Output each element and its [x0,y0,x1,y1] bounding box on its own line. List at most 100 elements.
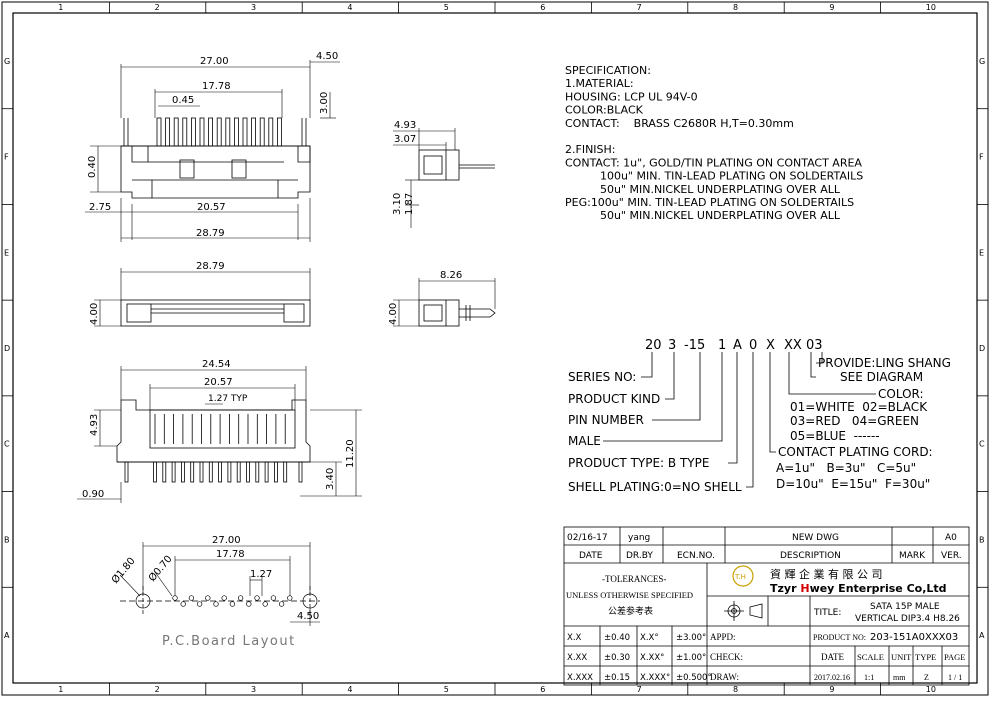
dim-front-width: 27.00 [200,56,229,67]
frame-col-label: 8 [733,3,738,12]
contact-pin [276,117,282,147]
spec-line: 2.FINISH: [565,143,616,156]
hdr-ver: VER. [941,551,962,561]
pcb-hole [262,601,268,607]
frame-row-label: B [979,535,985,544]
tolerance-cell: X.XXX [567,673,593,683]
hdr-unit: UNIT [891,652,912,662]
tolerance-cell: ±0.40 [604,633,630,643]
dim-dip-body: 4.93 [89,414,100,436]
product-no: 203-151A0XXX03 [870,632,958,643]
rev-ver: A0 [945,533,957,543]
val-date: 2017.02.16 [814,673,850,682]
frame-col-label: 5 [444,3,449,12]
front-view-dims: 27.00 4.50 17.78 0.45 3.00 0.40 2.75 20.… [87,51,338,239]
frame-col-label: 4 [347,3,352,12]
contact-pin [233,117,239,147]
frame-col-label: 9 [829,3,834,12]
hdr-mark: MARK [899,551,926,561]
dim-side-d: 1.87 [404,193,415,215]
frame-col-label: 6 [540,685,545,694]
tolerance-cell: ±3.00° [676,633,706,643]
title-block-text: 02/16-17 yang NEW DWG A0 DATE DR.BY ECN.… [566,533,965,683]
dim-side-b: 3.07 [394,134,416,145]
pcb-hole [237,595,244,601]
spec-line: CONTACT: 1u", GOLD/TIN PLATING ON CONTAC… [565,156,862,169]
tolerance-cell: ±0.15 [604,673,630,683]
val-page: 1 / 1 [948,673,962,682]
frame-row-label: B [4,535,10,544]
dim-dip-total: 11.20 [345,439,356,468]
appd-label: APPD: [710,632,736,642]
dip-pin [218,461,223,483]
code-segment: 0 [749,338,757,353]
pcb-hole [221,595,227,601]
tolerance-cell: ±0.500° [676,673,712,683]
spec-line: COLOR:BLACK [565,104,644,117]
code-right-label: 03=RED 04=GREEN [790,414,919,428]
frame-row-label: G [4,57,10,66]
dim-front-pitch-span: 17.78 [202,81,231,92]
dip-pin [255,461,260,483]
dim-top-height: 4.00 [89,303,100,325]
company-name-en: Tzyr Hwey Enterprise Co,Ltd [770,582,947,595]
side-view [393,128,495,228]
contact-pin [216,117,222,147]
spec-line: 1.MATERIAL: [565,77,634,90]
pcb-hole [229,601,236,607]
top-side-view-dims: 8.26 4.00 [388,270,462,325]
frame-row-label: G [979,57,985,66]
svg-text:T.H: T.H [734,573,746,581]
dip-pin [264,461,269,483]
dim-side-a: 4.93 [394,120,416,131]
code-segment: 03 [806,338,823,353]
dip-peg [298,461,303,483]
dip-view-dims: 24.54 20.57 1.27 TYP 4.93 11.20 3.40 0.9… [82,359,356,500]
code-segment: XX [784,338,802,353]
contact-pin [208,117,214,147]
val-scale: 1:1 [864,673,874,682]
front-view [85,60,340,242]
dip-view [77,366,362,503]
frame-row-label: F [4,153,9,162]
spec-line: CONTACT: BRASS C2680R H,T=0.30mm [565,117,794,130]
frame-col-label: 1 [58,3,63,12]
dip-pin [153,461,157,483]
dim-front-left-off: 2.75 [89,202,111,213]
frame-row-label: A [979,631,985,640]
rev-date: 02/16-17 [567,533,608,543]
title-line-1: SATA 15P MALE [870,602,940,612]
contact-pin [173,117,179,147]
frame-col-label: 2 [155,3,160,12]
dim-dip-pin: 3.40 [325,468,336,490]
tolerance-cell: X.XX° [640,653,664,663]
tolerances-cn: 公差参考表 [608,605,653,617]
dim-front-left-h: 0.40 [87,156,98,178]
dip-pin [199,461,204,483]
pcb-layout-label: P.C.Board Layout [162,634,296,649]
dim-side-c: 3.10 [392,193,403,215]
frame-col-label: 3 [251,685,256,694]
frame-row-label: F [979,153,984,162]
dim-pcb-width: 27.00 [212,535,241,546]
dip-pin [227,461,232,483]
code-right-label: D=10u" E=15u" F=30u" [776,477,930,491]
code-right-label: 05=BLUE ------ [790,429,880,443]
frame-col-label: 7 [637,3,642,12]
code-segment: A [733,338,742,353]
dim-dip-inner: 20.57 [204,377,233,388]
tolerance-cell: X.X° [640,633,659,643]
dim-top-side-w: 8.26 [440,270,462,281]
pcb-hole [196,601,203,607]
frame-col-label: 5 [444,685,449,694]
contact-pin [182,117,188,147]
rev-drby: yang [628,533,650,543]
contact-pin [225,117,231,147]
hdr-page: PAGE [944,652,965,662]
dim-pcb-pitch: 1.27 [250,569,272,580]
frame-col-label: 6 [540,3,545,12]
code-left-label: SHELL PLATING:0=NO SHELL [568,480,742,494]
frame-col-label: 10 [926,3,936,12]
dim-front-inner: 20.57 [197,202,226,213]
dip-pin [162,461,167,483]
